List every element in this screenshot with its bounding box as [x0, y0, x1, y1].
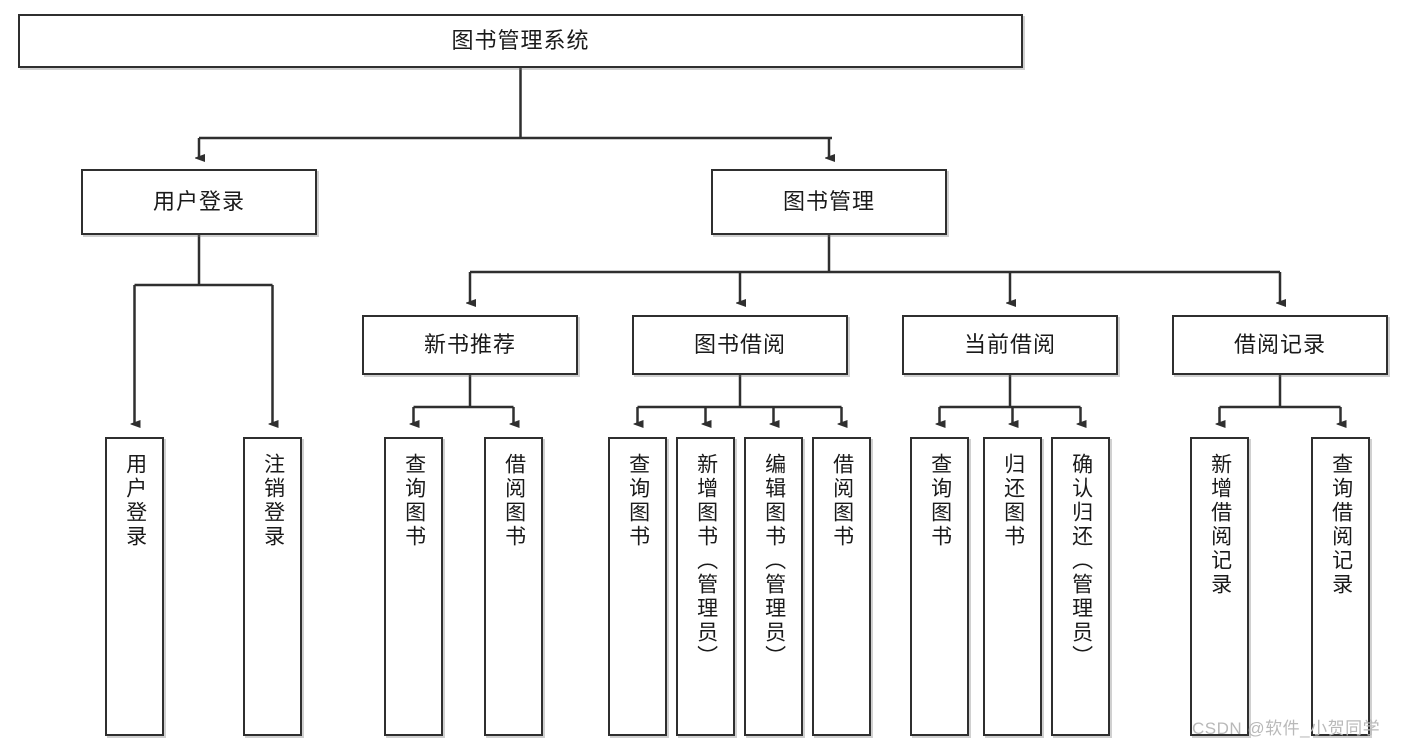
- node-user-login[interactable]: 用户登录: [81, 169, 317, 235]
- node-leaf-user-login-label: 用户登录: [123, 453, 147, 549]
- node-leaf-add-borrow-record-label: 新增借阅记录: [1208, 453, 1232, 597]
- node-root[interactable]: 图书管理系统: [18, 14, 1023, 68]
- node-book-borrow-label: 图书借阅: [693, 331, 786, 357]
- node-leaf-borrow-book[interactable]: 借阅图书: [812, 437, 871, 736]
- node-leaf-query-book-borrow[interactable]: 查询图书: [608, 437, 667, 736]
- node-leaf-edit-book-admin[interactable]: 编辑图书（管理员）: [744, 437, 803, 736]
- node-leaf-query-book-current-label: 查询图书: [928, 453, 952, 549]
- node-leaf-query-book-borrow-label: 查询图书: [626, 453, 650, 549]
- node-leaf-user-login[interactable]: 用户登录: [105, 437, 164, 736]
- node-leaf-confirm-return-admin[interactable]: 确认归还（管理员）: [1051, 437, 1110, 736]
- node-current-borrow[interactable]: 当前借阅: [902, 315, 1118, 375]
- node-borrow-record-label: 借阅记录: [1233, 331, 1326, 357]
- node-leaf-add-book-admin-label: 新增图书（管理员）: [694, 453, 718, 669]
- node-leaf-confirm-return-admin-label: 确认归还（管理员）: [1069, 453, 1093, 669]
- node-leaf-query-book-recommend[interactable]: 查询图书: [384, 437, 443, 736]
- csdn-watermark: CSDN @软件_小贺同学: [1192, 719, 1381, 738]
- node-leaf-query-book-current[interactable]: 查询图书: [910, 437, 969, 736]
- node-user-login-label: 用户登录: [152, 188, 245, 214]
- node-leaf-return-book-label: 归还图书: [1001, 453, 1025, 549]
- node-book-manage[interactable]: 图书管理: [711, 169, 947, 235]
- node-leaf-add-book-admin[interactable]: 新增图书（管理员）: [676, 437, 735, 736]
- node-new-book-recommend[interactable]: 新书推荐: [362, 315, 578, 375]
- node-leaf-user-logout[interactable]: 注销登录: [243, 437, 302, 736]
- node-leaf-borrow-book-recommend[interactable]: 借阅图书: [484, 437, 543, 736]
- node-new-book-recommend-label: 新书推荐: [423, 331, 516, 357]
- node-current-borrow-label: 当前借阅: [963, 331, 1056, 357]
- node-borrow-record[interactable]: 借阅记录: [1172, 315, 1388, 375]
- node-leaf-return-book[interactable]: 归还图书: [983, 437, 1042, 736]
- node-leaf-user-logout-label: 注销登录: [261, 453, 285, 549]
- node-leaf-add-borrow-record[interactable]: 新增借阅记录: [1190, 437, 1249, 736]
- node-leaf-query-book-recommend-label: 查询图书: [402, 453, 426, 549]
- node-book-manage-label: 图书管理: [782, 188, 875, 214]
- node-book-borrow[interactable]: 图书借阅: [632, 315, 848, 375]
- node-root-label: 图书管理系统: [451, 27, 590, 53]
- node-leaf-query-borrow-record-label: 查询借阅记录: [1329, 453, 1353, 597]
- node-leaf-query-borrow-record[interactable]: 查询借阅记录: [1311, 437, 1370, 736]
- node-leaf-borrow-book-recommend-label: 借阅图书: [502, 453, 526, 549]
- node-leaf-edit-book-admin-label: 编辑图书（管理员）: [762, 453, 786, 669]
- node-leaf-borrow-book-label: 借阅图书: [830, 453, 854, 549]
